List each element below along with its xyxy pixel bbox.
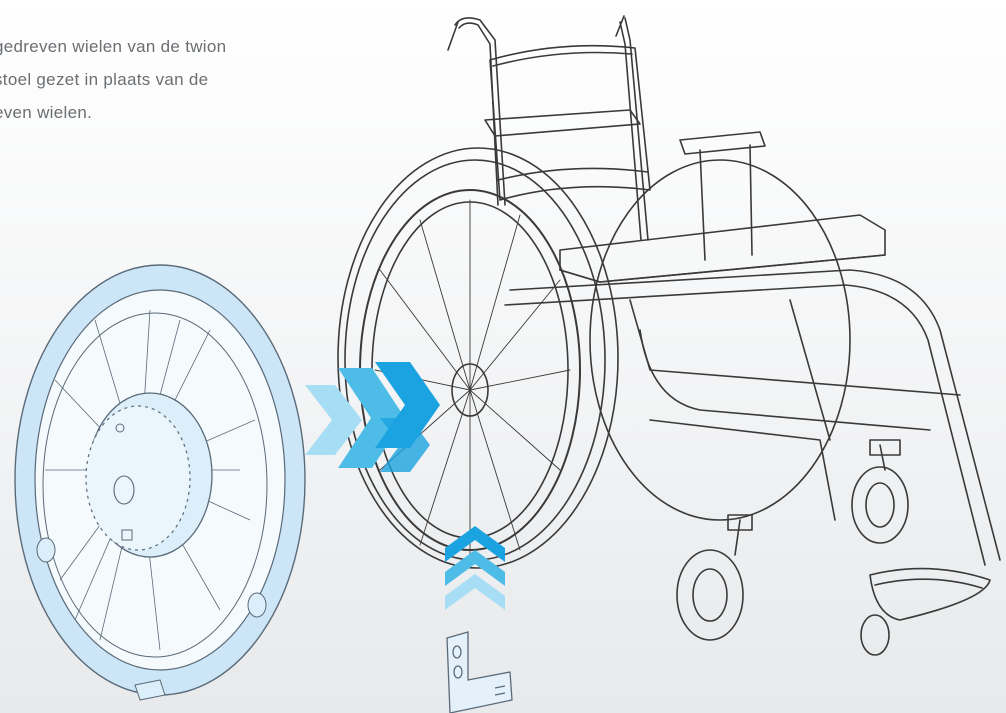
motor-wheel-icon: [15, 265, 305, 700]
wheelchair-sketch-icon: [338, 16, 1000, 655]
chevron-right-arrows-icon: [305, 362, 440, 472]
mounting-bracket-icon: [447, 632, 512, 713]
